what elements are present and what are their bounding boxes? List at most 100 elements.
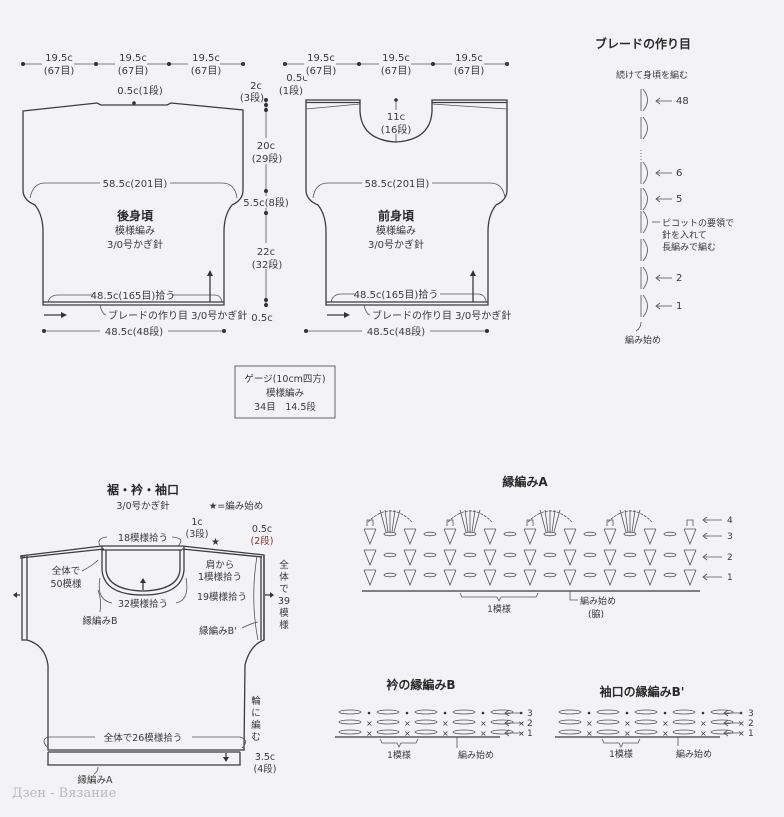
dim-cm: 19.5c — [192, 53, 220, 64]
v-stitch — [363, 549, 377, 567]
chain-stitch — [414, 709, 438, 715]
dim-cm: 20c — [257, 141, 275, 152]
single-crochet: × — [480, 729, 487, 738]
row-arrow-head — [504, 729, 510, 737]
chain-stitch — [583, 552, 597, 558]
sleeve-edge-cm: 0.5c — [252, 524, 272, 535]
chain-stitch — [490, 709, 514, 715]
row-arrow-head — [723, 709, 729, 717]
v-stitch — [603, 549, 617, 567]
chain-stitch — [672, 719, 696, 725]
row-number: 2 — [748, 719, 754, 729]
watermark: Дзен - Вязание — [12, 786, 117, 801]
finishing-diagram: 裾・衿・袖口 3/0号かぎ針 ★=編み始め 18模様拾う 1c (3段) ★ 0… — [13, 482, 290, 786]
row-number: 1 — [676, 301, 682, 312]
dim-cm: 19.5c — [382, 53, 410, 64]
braid-picot — [642, 266, 648, 290]
fan-stitch — [624, 509, 629, 533]
dim-cm: 2c — [250, 81, 262, 92]
edging-a-chart: 縁編みA 4 3 2 1 1模様 編み始め (脇) — [362, 474, 733, 620]
dim-cm: 22c — [257, 247, 275, 258]
edging-b2-stitch-symbols: ×××××××××× — [558, 709, 745, 738]
row-number: 1 — [727, 573, 733, 583]
finishing-body-outline — [19, 545, 265, 751]
fan-stitch — [384, 509, 389, 533]
picot-note: 針を入れて — [662, 229, 707, 241]
braid-picot — [642, 187, 648, 211]
start-label: 編み始め — [676, 748, 712, 760]
single-crochet: × — [662, 719, 669, 728]
total-50-label: 全体で — [52, 565, 81, 577]
v-stitch — [603, 569, 617, 587]
slip-stitch — [443, 711, 447, 715]
repeat-label: 1模様 — [487, 603, 511, 615]
chain-stitch — [383, 572, 397, 578]
chain-stitch — [543, 572, 557, 578]
single-crochet: × — [662, 729, 669, 738]
chain-stitch — [634, 729, 658, 735]
picot-stitch — [446, 519, 454, 526]
chain-stitch — [463, 531, 477, 537]
star-icon: ★ — [211, 537, 220, 548]
fan-stitch — [551, 509, 556, 533]
svg-text:で: で — [279, 584, 289, 595]
neck-pickup-bottom: 32模様拾う — [118, 598, 168, 610]
single-crochet: × — [700, 719, 707, 728]
dim-stitches: (67目) — [44, 66, 75, 77]
braid-picot — [642, 116, 648, 140]
svg-text:に: に — [251, 708, 261, 719]
chain-stitch — [414, 729, 438, 735]
v-stitch — [363, 528, 377, 546]
chain-stitch — [376, 729, 400, 735]
single-crochet: × — [624, 729, 631, 738]
hook-label: 3/0号かぎ針 — [116, 500, 170, 512]
edging-a-label: 縁編みA — [78, 774, 114, 786]
chain-stitch — [338, 709, 362, 715]
shoulder-label: 0.5c(1段) — [117, 84, 163, 97]
single-crochet: × — [518, 719, 525, 728]
hem-cm: 3.5c — [255, 752, 275, 763]
dim-cm: 19.5c — [307, 53, 335, 64]
braid-picot — [642, 161, 648, 185]
width-label: 58.5c(201目) — [103, 179, 168, 190]
slip-stitch — [367, 711, 371, 715]
single-crochet: × — [442, 719, 449, 728]
chain-stitch — [623, 572, 637, 578]
row-number: 3 — [748, 709, 754, 719]
single-crochet: × — [738, 719, 745, 728]
sleeve-edge-rows: (2段) — [251, 535, 274, 547]
single-crochet: × — [700, 729, 707, 738]
pickup-label: 48.5c(165目)拾う — [354, 288, 439, 301]
chain-stitch — [383, 552, 397, 558]
chain-stitch — [503, 531, 517, 537]
svg-text:輪: 輪 — [251, 695, 261, 707]
chain-stitch — [596, 719, 620, 725]
dim-rows: (3段) — [240, 91, 264, 104]
picot-stitch — [686, 519, 694, 526]
fan-stitch — [391, 509, 396, 533]
single-crochet: × — [518, 729, 525, 738]
svg-text:編: 編 — [251, 719, 261, 731]
row-arrow-head — [702, 573, 708, 581]
svg-text:39: 39 — [278, 596, 290, 607]
v-stitch — [523, 549, 537, 567]
front-body-diagram: 19.5c (67目) 19.5c (67目) 19.5c (67目) 11c … — [283, 52, 511, 338]
gauge-title: ゲージ(10cm四方) — [244, 373, 325, 385]
back-body-outline — [22, 102, 244, 306]
braid-label: ブレードの作り目 3/0号かぎ針 — [372, 309, 511, 322]
chain-stitch — [672, 729, 696, 735]
row-number: 1 — [527, 729, 533, 739]
bottom-width-label: 48.5c(48段) — [367, 325, 425, 338]
edging-b-stitch-symbols: ×××××××××× — [338, 709, 525, 738]
start-label: 編み始め — [458, 749, 494, 761]
gauge-pattern: 模様編み — [266, 387, 304, 399]
single-crochet: × — [366, 729, 373, 738]
slip-stitch — [663, 711, 667, 715]
row-arrow-head — [504, 719, 510, 727]
edging-b2-title: 袖口の縁編みB' — [600, 684, 685, 699]
row-arrow-head — [702, 516, 708, 524]
bottom-width-label: 48.5c(48段) — [105, 325, 163, 338]
chain-stitch — [663, 572, 677, 578]
row-number: 48 — [676, 96, 689, 107]
dim-rows: (1段) — [279, 84, 303, 97]
